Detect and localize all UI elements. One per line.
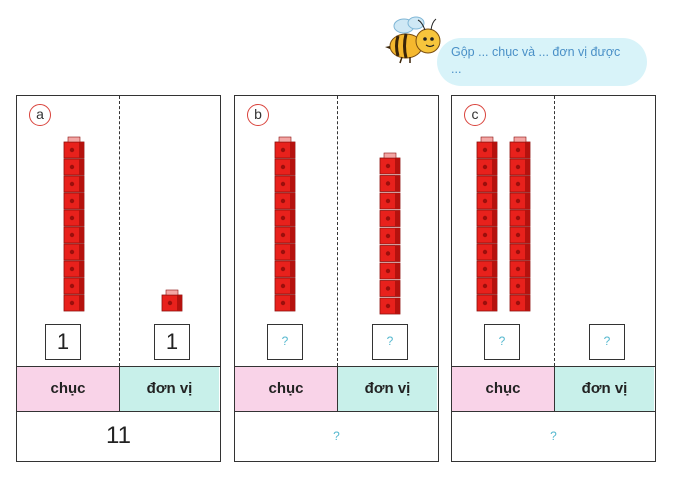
column-divider xyxy=(337,96,338,366)
unit-cube xyxy=(379,297,401,315)
unit-cube xyxy=(379,175,401,192)
tens-rod-block xyxy=(476,136,498,312)
ones-answer-box[interactable]: ? xyxy=(372,324,408,360)
panel-a: a 1 1 chục đơn vị 11 xyxy=(16,95,221,462)
unit-cube xyxy=(509,243,531,261)
unit-cube xyxy=(63,226,85,244)
unit-cube xyxy=(476,243,498,261)
unit-cube xyxy=(63,277,85,295)
unit-cube xyxy=(476,260,498,278)
speech-bubble-text: Gộp ... chục và ... đơn vị được ... xyxy=(451,45,621,76)
unit-cube xyxy=(379,192,401,210)
tens-answer-box[interactable]: ? xyxy=(484,324,520,360)
tens-answer-box[interactable]: ? xyxy=(267,324,303,360)
unit-cube xyxy=(509,277,531,295)
unit-cube xyxy=(63,158,85,176)
panel-label-a: a xyxy=(29,104,51,126)
total-answer[interactable]: ? xyxy=(550,429,557,443)
speech-bubble: Gộp ... chục và ... đơn vị được ... xyxy=(437,38,647,86)
unit-cube xyxy=(379,227,401,245)
unit-cube xyxy=(274,158,296,176)
unit-cube xyxy=(274,192,296,210)
column-divider xyxy=(554,96,555,366)
unit-cube xyxy=(476,175,498,193)
place-value-labels: chục đơn vị xyxy=(452,366,655,412)
unit-cube xyxy=(274,209,296,227)
unit-cube xyxy=(509,294,531,312)
tens-column-label: chục xyxy=(17,367,119,411)
unit-cube xyxy=(509,226,531,244)
tens-rod-block xyxy=(509,136,531,312)
unit-cube xyxy=(63,294,85,312)
ones-answer-box: 1 xyxy=(154,324,190,360)
unit-cube xyxy=(476,158,498,176)
unit-cube xyxy=(274,277,296,295)
unit-cube xyxy=(379,210,401,227)
unit-cube xyxy=(63,175,85,193)
panel-label-b: b xyxy=(247,104,269,126)
unit-cube xyxy=(274,260,296,278)
place-value-labels: chục đơn vị xyxy=(235,366,438,412)
ones-cube-block xyxy=(161,289,183,312)
unit-cube xyxy=(509,192,531,210)
unit-cube xyxy=(274,136,296,159)
unit-cube xyxy=(379,262,401,280)
bee-icon xyxy=(385,16,441,64)
unit-cube xyxy=(274,243,296,261)
unit-cube xyxy=(63,260,85,278)
ones-column-label: đơn vị xyxy=(554,367,654,411)
tens-column-label: chục xyxy=(235,367,337,411)
panel-b: b ? ? chục đơn vị ? xyxy=(234,95,439,462)
ones-column-label: đơn vị xyxy=(337,367,437,411)
unit-cube xyxy=(509,136,531,159)
tens-answer-box: 1 xyxy=(45,324,81,360)
unit-cube xyxy=(509,158,531,176)
unit-cube xyxy=(274,294,296,312)
unit-cube xyxy=(63,136,85,159)
unit-cube xyxy=(476,277,498,295)
tens-column-label: chục xyxy=(452,367,554,411)
tens-rod-block xyxy=(63,136,85,312)
unit-cube xyxy=(161,289,183,312)
ones-column-label: đơn vị xyxy=(119,367,219,411)
panel-c: c ? ? chục đơn vị ? xyxy=(451,95,656,462)
unit-cube xyxy=(63,192,85,210)
unit-cube xyxy=(274,175,296,193)
unit-cube xyxy=(379,152,401,175)
unit-cube xyxy=(476,192,498,210)
unit-cube xyxy=(476,294,498,312)
ones-cube-stack xyxy=(379,152,401,315)
unit-cube xyxy=(63,209,85,227)
unit-cube xyxy=(509,175,531,193)
unit-cube xyxy=(274,226,296,244)
unit-cube xyxy=(63,243,85,261)
unit-cube xyxy=(509,209,531,227)
panel-label-c: c xyxy=(464,104,486,126)
unit-cube xyxy=(509,260,531,278)
total-answer: 11 xyxy=(106,422,131,449)
total-answer[interactable]: ? xyxy=(333,429,340,443)
tens-rod-block xyxy=(274,136,296,312)
unit-cube xyxy=(476,209,498,227)
place-value-labels: chục đơn vị xyxy=(17,366,220,412)
unit-cube xyxy=(379,245,401,262)
unit-cube xyxy=(476,226,498,244)
ones-answer-box[interactable]: ? xyxy=(589,324,625,360)
unit-cube xyxy=(476,136,498,159)
unit-cube xyxy=(379,280,401,297)
column-divider xyxy=(119,96,120,366)
